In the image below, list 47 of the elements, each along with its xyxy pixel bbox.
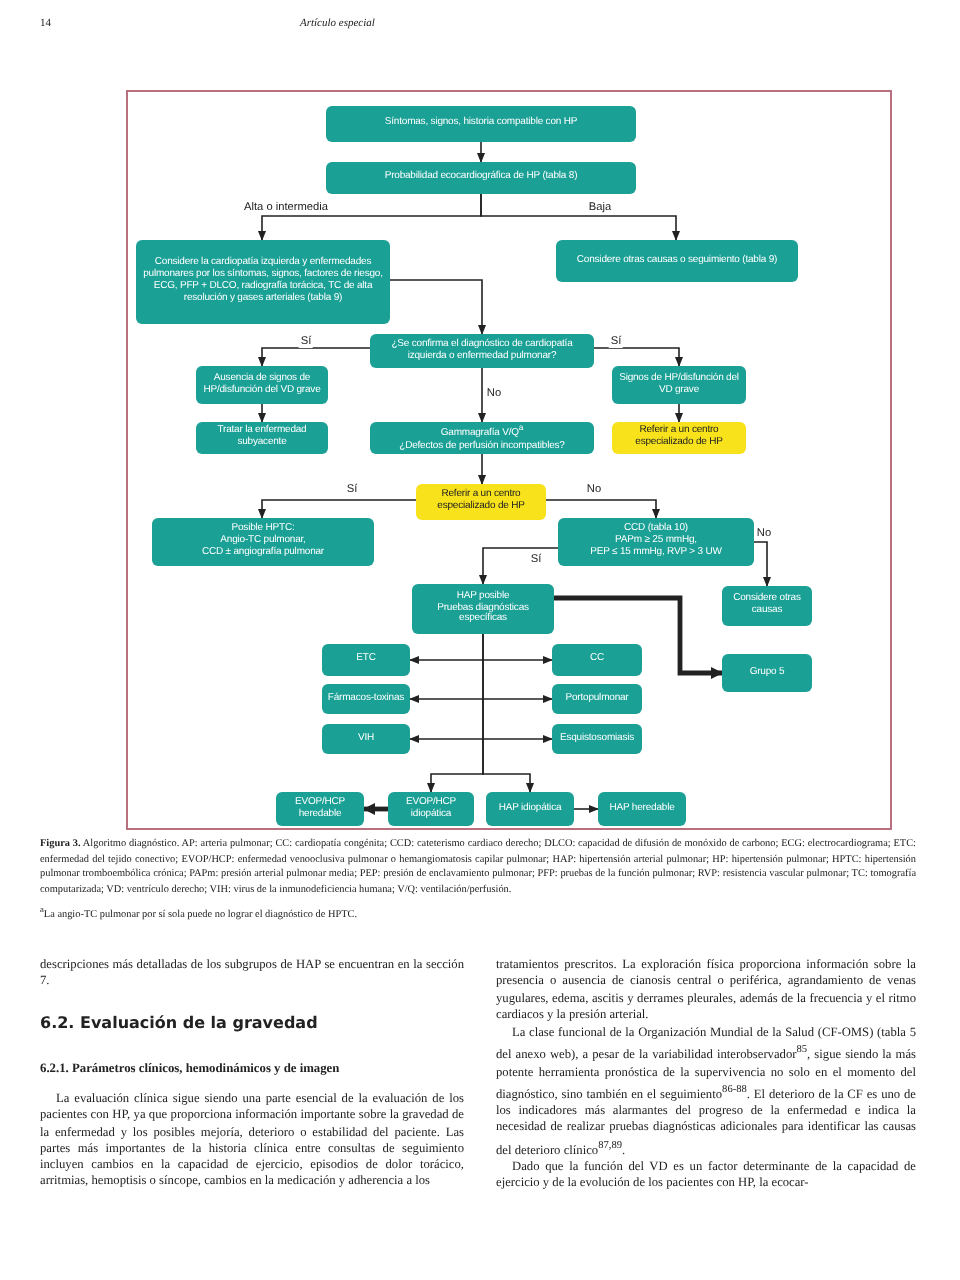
arrow [545, 499, 660, 519]
process-box [556, 240, 798, 282]
arrow [593, 347, 683, 367]
process-box [276, 792, 364, 826]
process-box [722, 654, 812, 692]
process-box [722, 586, 812, 626]
process-box [612, 366, 746, 404]
process-box [412, 584, 554, 634]
process-box [558, 518, 754, 566]
process-box [322, 684, 410, 714]
arrow [482, 633, 534, 793]
arrow [258, 499, 417, 519]
arrow [675, 403, 683, 423]
process-box [322, 724, 410, 754]
arrow [389, 279, 486, 335]
referral-box [612, 422, 746, 454]
arrow [409, 656, 553, 664]
arrow [573, 805, 599, 813]
arrow [753, 541, 771, 587]
process-box [370, 422, 594, 454]
process-box [370, 334, 594, 368]
process-box [552, 684, 642, 714]
process-box [326, 106, 636, 142]
process-box [322, 644, 410, 676]
process-box [552, 644, 642, 676]
process-box [152, 518, 374, 566]
process-box [326, 162, 636, 194]
process-box [486, 792, 574, 826]
process-box [552, 724, 642, 754]
section-heading: 6.2. Evaluación de la gravedad [40, 1014, 320, 1032]
arrow [480, 193, 680, 241]
arrow [478, 453, 486, 485]
arrow [477, 141, 485, 163]
arrow [409, 735, 553, 743]
process-box [136, 240, 390, 324]
arrow [554, 595, 723, 679]
referral-box [416, 484, 546, 520]
process-box [196, 366, 328, 404]
arrow [258, 403, 266, 423]
arrow [363, 803, 388, 815]
arrow [479, 547, 559, 585]
process-box [598, 792, 686, 826]
process-box [196, 422, 328, 454]
process-box [388, 792, 474, 826]
arrow [258, 347, 371, 367]
arrow [409, 695, 553, 703]
arrow [478, 367, 486, 423]
